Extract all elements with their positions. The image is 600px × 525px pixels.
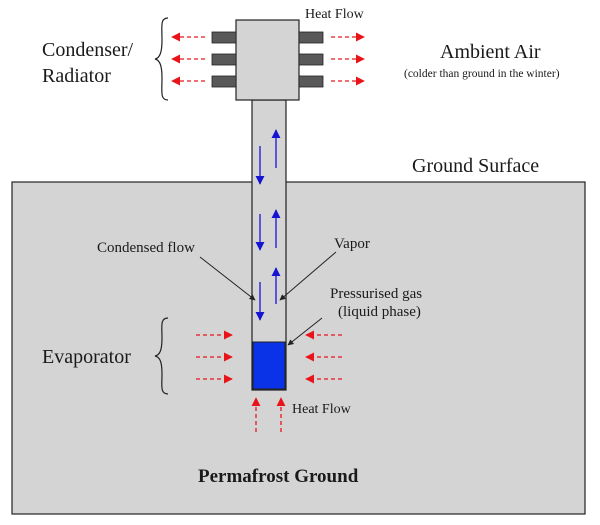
label-leader-lines <box>199 251 337 346</box>
evaporator-heat-arrows-bottom <box>251 397 286 432</box>
condenser-label-line2: Radiator <box>42 65 111 87</box>
ground-surface-label: Ground Surface <box>412 155 539 177</box>
evaporator-heat-arrows-left <box>196 330 233 384</box>
evaporator-heat-arrows-right <box>305 330 342 384</box>
condenser-fins-right <box>298 31 324 88</box>
condenser-box <box>235 19 300 101</box>
heat-flow-bottom-label: Heat Flow <box>292 402 352 417</box>
evaporator-label: Evaporator <box>42 346 131 368</box>
condenser-brace <box>154 17 169 101</box>
pressurised-gas-label-line1: Pressurised gas <box>330 286 422 302</box>
heat-flow-top-label: Heat Flow <box>305 7 365 22</box>
ground-block <box>11 181 586 515</box>
condenser-heat-arrows-left <box>171 32 205 86</box>
condensed-flow-label: Condensed flow <box>97 240 195 256</box>
condenser-label-line1: Condenser/ <box>42 39 134 61</box>
evaporator-brace <box>154 317 169 395</box>
condenser-heat-arrows-right <box>331 32 365 86</box>
vapor-label: Vapor <box>334 236 370 252</box>
pressurised-gas-label-line2: (liquid phase) <box>338 304 421 320</box>
ambient-air-note: (colder than ground in the winter) <box>404 68 560 80</box>
ambient-air-label: Ambient Air <box>440 41 541 63</box>
permafrost-ground-label: Permafrost Ground <box>198 466 359 487</box>
condenser-fins-left <box>211 31 237 88</box>
liquid-pool <box>252 341 286 390</box>
